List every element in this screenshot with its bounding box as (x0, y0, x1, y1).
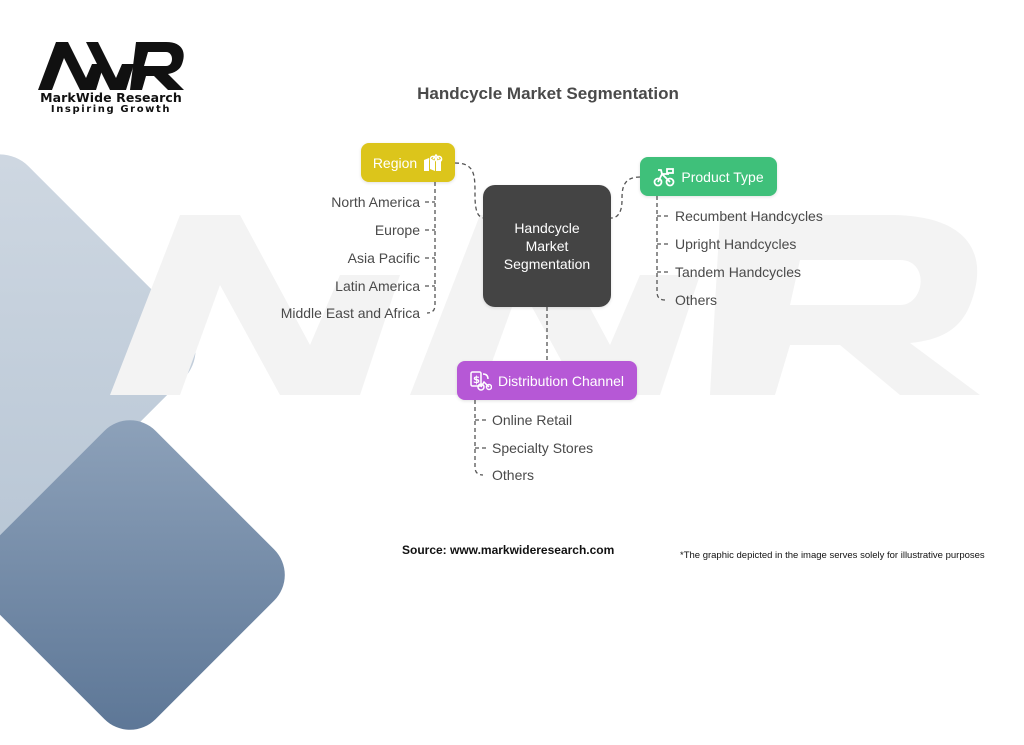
segment-node-region: Region (361, 143, 455, 182)
product-type-item: Others (675, 292, 718, 308)
source-text: Source: www.markwideresearch.com (402, 543, 615, 557)
region-item: Latin America (335, 278, 420, 294)
distribution-channel-item: Others (492, 467, 535, 483)
distribution-channel-item: Specialty Stores (492, 440, 594, 456)
map-bicycle-icon (423, 153, 443, 172)
cargo-bike-icon (653, 167, 675, 187)
center-node-line: Market (525, 238, 569, 254)
region-item: Asia Pacific (347, 250, 420, 266)
segment-node-distribution-channel: $ Distribution Channel (457, 361, 637, 400)
brand-name: MarkWide Research (40, 90, 182, 105)
segment-label: Region (372, 154, 418, 171)
mwr-logo-icon (38, 42, 184, 90)
dollar-bike-icon: $ (470, 370, 492, 391)
segment-label: Distribution Channel (497, 372, 625, 389)
diagram-title: Handcycle Market Segmentation (417, 84, 679, 103)
brand-tagline: Inspiring Growth (50, 104, 172, 115)
product-type-item: Tandem Handcycles (675, 264, 802, 280)
brand-logo: MarkWide Research Inspiring Growth (34, 40, 188, 115)
segment-label: Product Type (681, 168, 764, 185)
region-item: Middle East and Africa (280, 305, 420, 321)
region-item: North America (331, 194, 420, 210)
region-item: Europe (374, 222, 420, 238)
disclaimer-text: *The graphic depicted in the image serve… (680, 550, 985, 561)
product-type-item: Upright Handcycles (675, 236, 797, 252)
product-type-item: Recumbent Handcycles (675, 208, 823, 224)
distribution-channel-item: Online Retail (492, 412, 573, 428)
svg-text:$: $ (473, 375, 480, 386)
segment-node-product-type: Product Type (640, 157, 777, 196)
center-node-line: Handcycle (514, 220, 580, 236)
center-node: Handcycle Market Segmentation (483, 185, 611, 307)
center-node-line: Segmentation (503, 256, 591, 272)
